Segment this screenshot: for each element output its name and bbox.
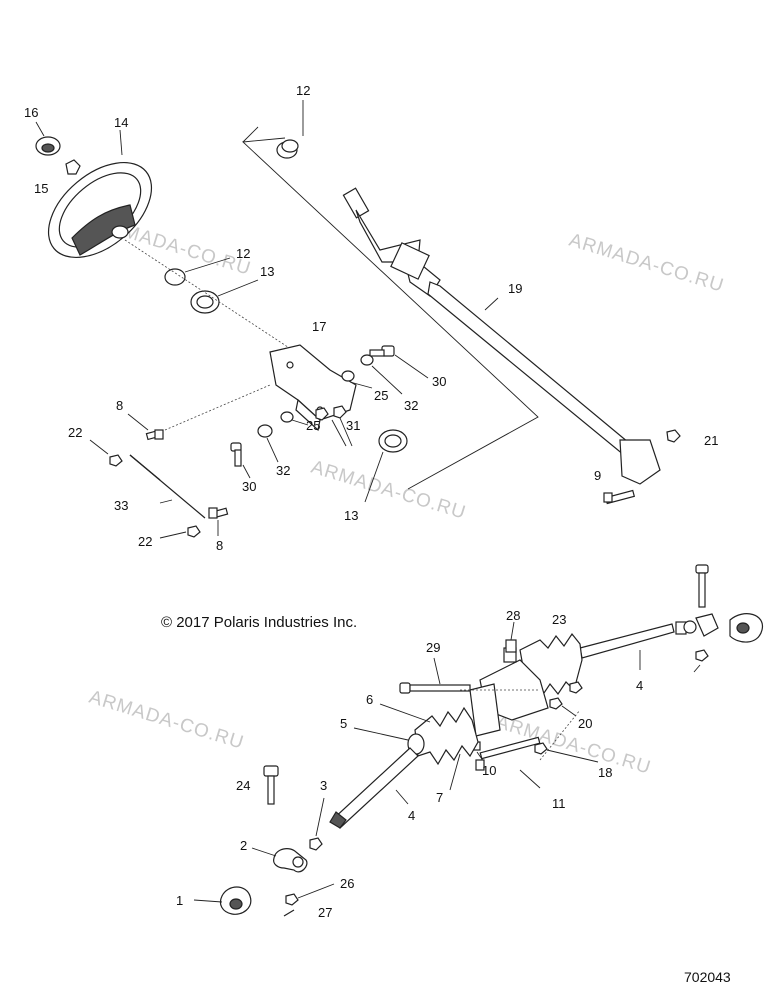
bracket-part-17 (269, 344, 357, 432)
watermark-2: ARMADA-CO.RU (567, 230, 727, 297)
bearing-part-13-lower (364, 429, 408, 503)
callout-4-left: 4 (408, 808, 415, 823)
callout-13-lower: 13 (344, 508, 358, 523)
callout-labels: 12 16 14 15 12 13 19 17 30 32 8 25 22 31… (24, 83, 718, 920)
callout-10: 10 (482, 763, 496, 778)
callout-9: 9 (594, 468, 601, 483)
nut-part-15 (65, 159, 81, 175)
watermark-4: ARMADA-CO.RU (87, 687, 247, 754)
nut-part-3 (309, 797, 325, 851)
callout-30-left: 30 (242, 479, 256, 494)
bracket-part-7 (449, 753, 461, 791)
nut-part-22-upper (89, 439, 123, 467)
boot-part-6 (379, 703, 479, 766)
bolt-part-8-upper (127, 413, 164, 441)
bolt-part-24 (263, 765, 279, 805)
callout-18: 18 (598, 765, 612, 780)
bolt-part-30-left (230, 442, 251, 479)
callout-8-upper: 8 (116, 398, 123, 413)
callout-33: 33 (114, 498, 128, 513)
washer-part-32-right (360, 354, 403, 395)
callout-12-lower: 12 (236, 246, 250, 261)
callout-11: 11 (552, 796, 566, 811)
callout-19: 19 (508, 281, 522, 296)
nut-part-31 (315, 405, 353, 447)
callout-20: 20 (578, 716, 592, 731)
bushing-part-12-upper (276, 100, 304, 159)
callout-31: 31 (346, 418, 360, 433)
bushing-part-12-lower (164, 257, 231, 286)
callout-26: 26 (340, 876, 354, 891)
nut-part-26 (285, 883, 335, 906)
boot-housing-part-1-left (193, 886, 252, 915)
callout-32-left: 32 (276, 463, 290, 478)
cotter-pin-part-27 (283, 909, 295, 917)
callout-25-left: 25 (306, 418, 320, 433)
watermark-3: ARMADA-CO.RU (309, 457, 469, 524)
nut-part-21 (666, 429, 681, 443)
bolt-part-8-lower (208, 507, 229, 536)
shaft-group-outline (241, 126, 539, 490)
callout-29: 29 (426, 640, 440, 655)
boot-housing-part-1-right (729, 613, 763, 643)
callout-3: 3 (320, 778, 327, 793)
tie-rod-end-right (675, 613, 719, 637)
callout-28: 28 (506, 608, 520, 623)
callout-5: 5 (340, 716, 347, 731)
assembly-axis-strut (164, 384, 271, 431)
washer-part-25-left (280, 411, 309, 426)
nut-right-lower (693, 649, 709, 673)
bolt-part-11 (475, 736, 541, 789)
callout-22-upper: 22 (68, 425, 82, 440)
copyright-notice: © 2017 Polaris Industries Inc. (161, 614, 357, 631)
callout-30-right: 30 (432, 374, 446, 389)
callout-4-right: 4 (636, 678, 643, 693)
bolt-right-upper (695, 564, 709, 608)
callout-17: 17 (312, 319, 326, 334)
steering-wheel-part-14 (47, 129, 153, 259)
tie-rod-part-4-left (329, 747, 419, 829)
tie-rod-end-part-2 (251, 847, 308, 873)
callout-2: 2 (240, 838, 247, 853)
callout-32-right: 32 (404, 398, 418, 413)
document-number: 702043 (684, 969, 731, 985)
callout-15: 15 (34, 181, 48, 196)
callout-14: 14 (114, 115, 128, 130)
callout-1: 1 (176, 893, 183, 908)
callout-21: 21 (704, 433, 718, 448)
callout-22-lower: 22 (138, 534, 152, 549)
nut-part-20 (549, 681, 583, 717)
callout-16: 16 (24, 105, 38, 120)
callout-23: 23 (552, 612, 566, 627)
nut-part-18 (534, 742, 599, 763)
callout-12-top: 12 (296, 83, 310, 98)
steering-shaft-part-19 (342, 187, 661, 485)
assembly-axis-wheel (124, 239, 301, 356)
bolt-part-9 (603, 489, 636, 505)
gas-strut-part-33 (129, 454, 206, 519)
washer-part-32-left (257, 424, 279, 463)
callout-6: 6 (366, 692, 373, 707)
assembly-axis-bolt-11 (539, 709, 581, 761)
callout-8-lower: 8 (216, 538, 223, 553)
callout-13-upper: 13 (260, 264, 274, 279)
bolt-part-29 (399, 657, 471, 694)
bolt-part-30-right (369, 345, 429, 379)
callout-7: 7 (436, 790, 443, 805)
tie-rod-part-4-right (579, 623, 675, 670)
callout-25-right: 25 (374, 388, 388, 403)
pinion-part-28 (505, 621, 517, 653)
callout-27: 27 (318, 905, 332, 920)
clamp-part-5 (353, 727, 425, 755)
nut-part-22-lower (159, 525, 201, 539)
bearing-part-13-upper (190, 279, 259, 314)
callout-24: 24 (236, 778, 250, 793)
washer-part-25-right (341, 370, 373, 389)
horn-cap-part-16 (35, 121, 61, 156)
